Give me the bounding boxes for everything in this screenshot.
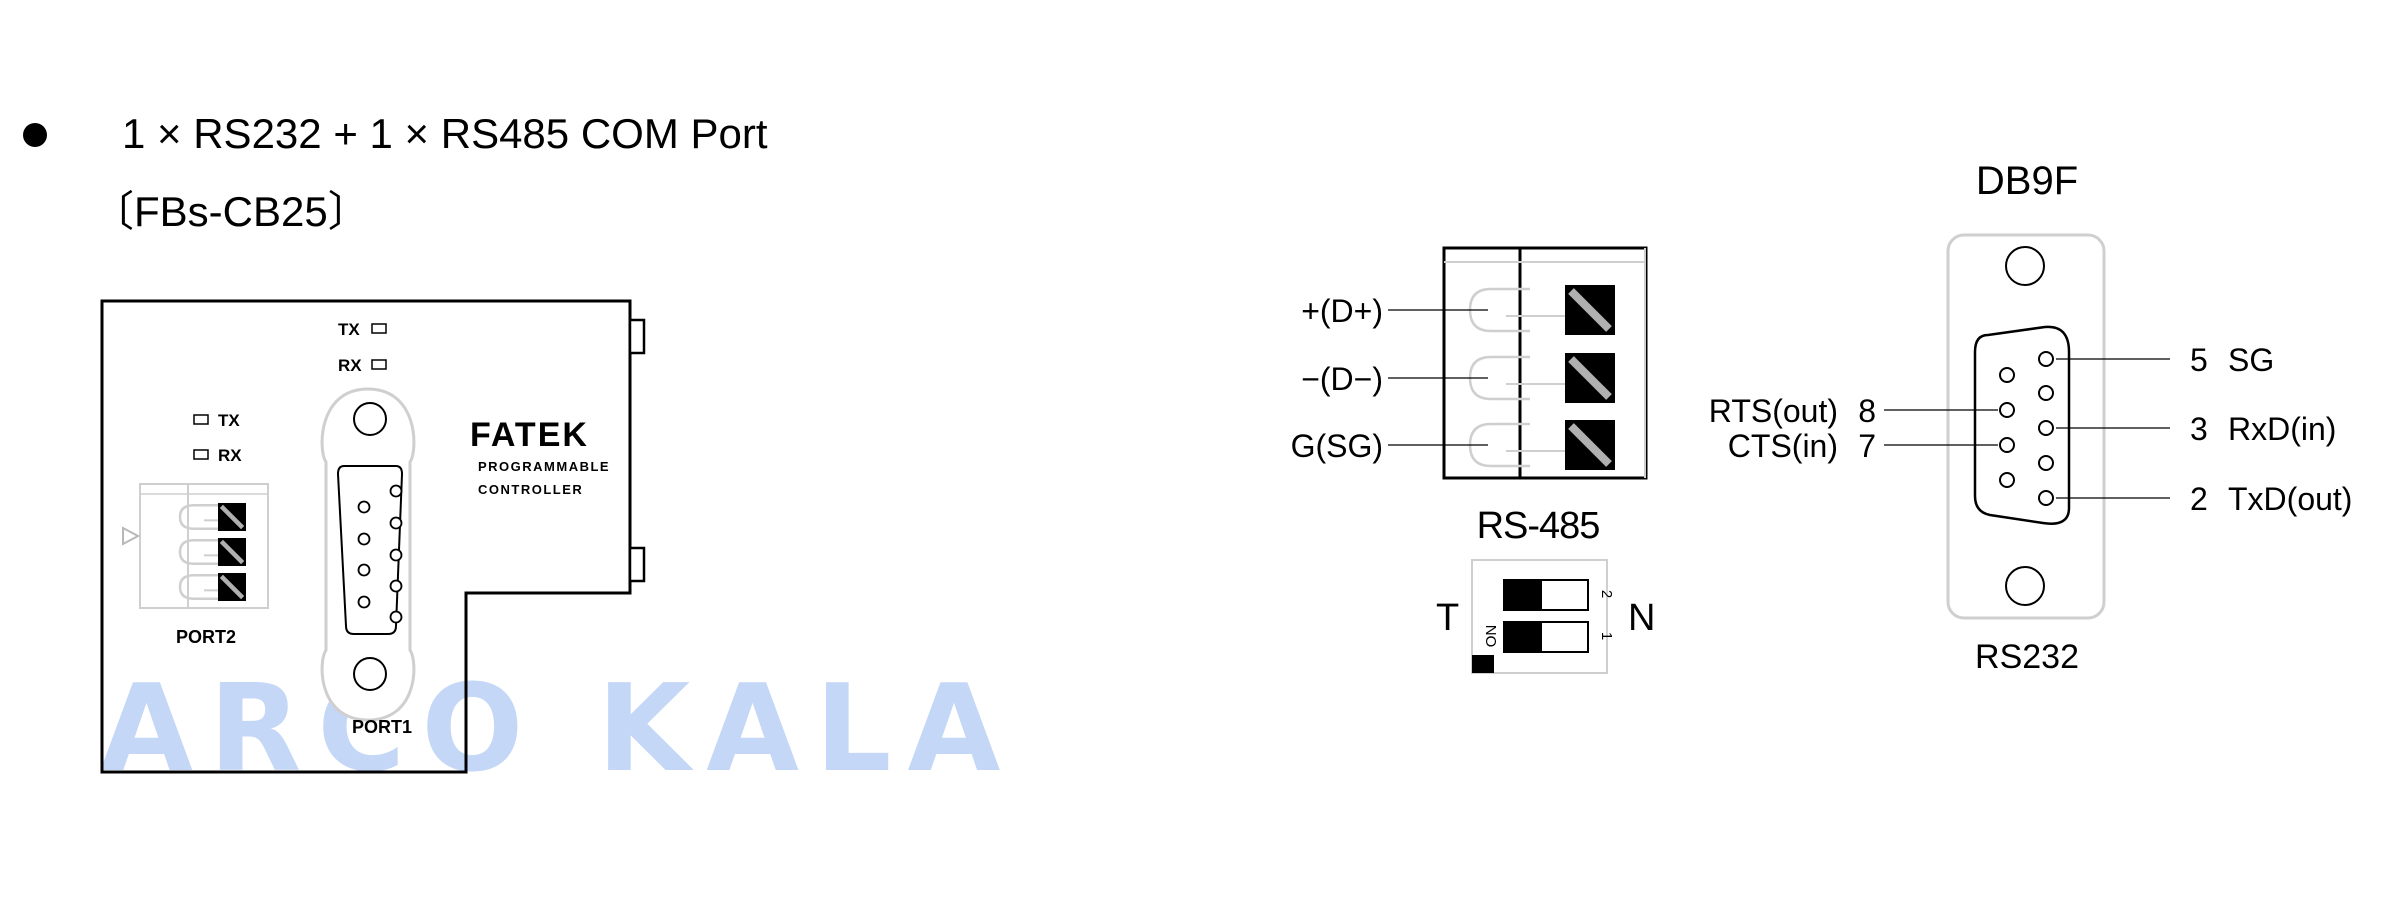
terminal-1 [178, 503, 246, 531]
db9-footer: RS232 [1975, 638, 2079, 676]
terminal-1 [1468, 285, 1615, 335]
port1-label: PORT1 [352, 717, 412, 737]
latch-tab-top [628, 318, 646, 355]
pin-number-8: 8 [1858, 393, 1876, 429]
rs485-title: RS-485 [1477, 505, 1600, 547]
pin-number-5: 5 [2190, 342, 2208, 378]
pin-name-5: SG [2228, 342, 2274, 378]
port1-tx-label: TX [338, 320, 360, 339]
heading-line1: 1 × RS232 + 1 × RS485 COM Port [122, 110, 768, 157]
dip-switch-number-1: 1 [1598, 632, 1615, 640]
port1-db9-connector [320, 387, 416, 722]
bullet-icon [23, 123, 47, 147]
pin-hole-icon [1999, 472, 2015, 488]
pin-number-3: 3 [2190, 411, 2208, 447]
module-outline [100, 299, 646, 774]
pin-hole-icon [2038, 385, 2054, 401]
port1-tx-led-icon [371, 323, 387, 334]
screw-slot [1568, 288, 1612, 332]
pin-hole-icon [2038, 490, 2054, 506]
brand-subtitle-line2: CONTROLLER [478, 482, 583, 497]
dip-switch-1-slider [1504, 622, 1542, 652]
pin-hole-icon [2038, 455, 2054, 471]
pin-hole-icon [2038, 420, 2054, 436]
pin-hole-icon [1999, 367, 2015, 383]
port2-tx-led-icon [193, 414, 209, 425]
pin-name-7: CTS(in) [1728, 428, 1838, 464]
terminal-2 [178, 538, 246, 566]
db9f-connector [1946, 233, 2106, 620]
watermark: ARCO KALA [100, 660, 1016, 799]
pin-hole-icon [389, 484, 403, 498]
arrow-indicator-icon [122, 526, 141, 546]
dip-switch: ON 2 1 [1471, 559, 1615, 674]
dip-corner-marker-icon [1472, 655, 1494, 673]
pin-hole-icon [1999, 402, 2015, 418]
terminal-3 [178, 573, 246, 601]
pin-name-3: RxD(in) [2228, 411, 2336, 447]
brand-logo: FATEK [470, 416, 589, 454]
screw-slot [219, 504, 245, 530]
dip-switch-number-2: 2 [1598, 590, 1615, 598]
pin-hole-icon [357, 500, 371, 514]
dip-label-t: T [1436, 597, 1459, 639]
dip-switch-2-slider [1504, 580, 1542, 610]
screw-slot [1568, 423, 1612, 467]
pin-hole-icon [1999, 437, 2015, 453]
pin-hole-icon [357, 595, 371, 609]
pin-number-2: 2 [2190, 481, 2208, 517]
wire-clamp-icon [178, 573, 220, 601]
pin-hole-icon [389, 548, 403, 562]
pin-hole-icon [357, 532, 371, 546]
port2-terminal-block [122, 483, 269, 609]
brand-subtitle-line1: PROGRAMMABLE [478, 459, 610, 474]
heading-line2: 〔FBs-CB25〕 [92, 188, 370, 235]
rs485-terminal-block [1442, 246, 1648, 480]
pin-name-2: TxD(out) [2228, 481, 2352, 517]
pin-hole-icon [2038, 351, 2054, 367]
port1-rx-label: RX [338, 356, 362, 375]
dip-on-label: ON [1483, 625, 1500, 648]
pin-hole-icon [389, 579, 403, 593]
pin-number-7: 7 [1858, 428, 1876, 464]
dip-label-n: N [1628, 597, 1655, 639]
terminal-label-1: +(D+) [1301, 293, 1383, 329]
terminal-2 [1468, 353, 1615, 403]
terminal-label-2: −(D−) [1301, 361, 1383, 397]
port2-tx-label: TX [218, 411, 240, 430]
pin-name-8: RTS(out) [1709, 393, 1838, 429]
pin-hole-icon [357, 563, 371, 577]
wire-clamp-icon [178, 503, 220, 531]
port2-label: PORT2 [176, 627, 236, 647]
wire-clamp-icon [178, 538, 220, 566]
screw-slot [219, 574, 245, 600]
port1-rx-led-icon [371, 359, 387, 370]
pin-hole-icon [389, 516, 403, 530]
port2-rx-label: RX [218, 446, 242, 465]
port2-rx-led-icon [193, 449, 209, 460]
latch-tab-bottom [628, 546, 646, 583]
terminal-label-3: G(SG) [1291, 428, 1383, 464]
db9-title: DB9F [1976, 159, 2078, 203]
pin-hole-icon [389, 610, 403, 624]
screw-slot [1568, 356, 1612, 400]
screw-slot [219, 539, 245, 565]
